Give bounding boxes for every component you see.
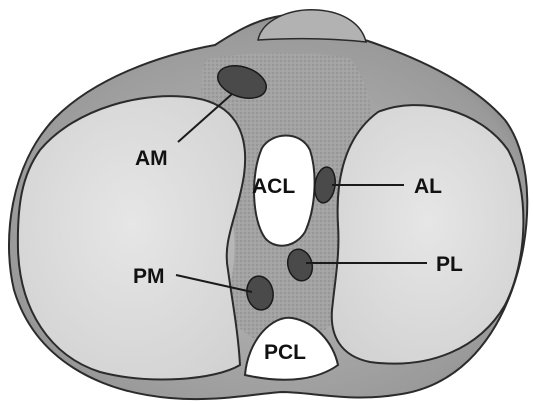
am-label: AM [135, 147, 168, 170]
pcl-label: PCL [264, 341, 306, 364]
al-label: AL [414, 175, 442, 198]
acl-label: ACL [252, 175, 295, 198]
pm-label: PM [133, 265, 165, 288]
tibial-tubercle [258, 10, 366, 42]
pl-label: PL [436, 253, 463, 276]
medial-plateau [18, 96, 245, 379]
